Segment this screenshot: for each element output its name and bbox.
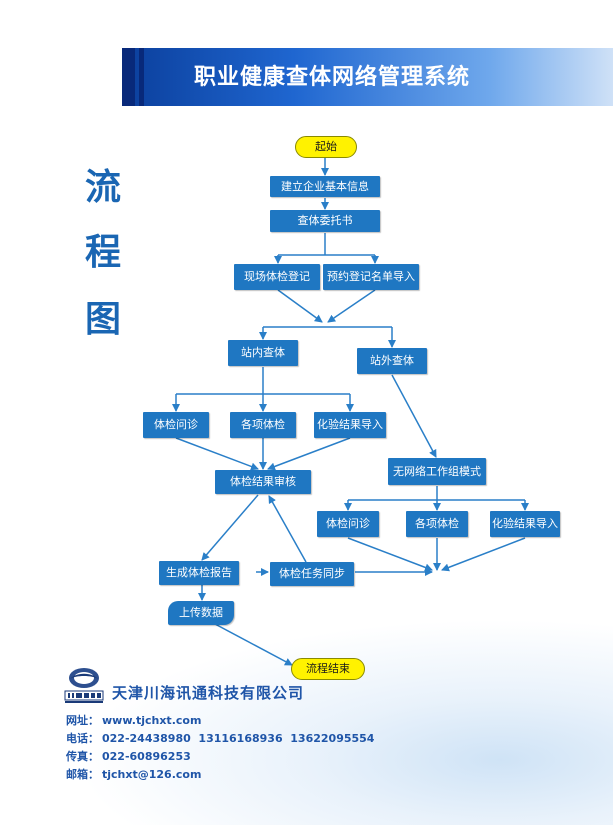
header-stripe-thin	[139, 48, 144, 106]
company-logo	[64, 668, 104, 703]
node-enterprise-info: 建立企业基本信息	[270, 176, 380, 197]
node-preregister-import: 预约登记名单导入	[323, 264, 419, 290]
contact-website: 网址：www.tjchxt.com	[66, 713, 201, 729]
node-inquiry: 体检问诊	[143, 412, 209, 438]
page-title: 职业健康查体网络管理系统	[194, 65, 471, 90]
node-exams: 各项体检	[230, 412, 296, 438]
node-review: 体检结果审核	[215, 470, 311, 494]
contact-phone: 电话：022-24438980 13116168936 13622095554	[66, 731, 374, 747]
header-stripe	[122, 48, 135, 106]
node-out-exams: 各项体检	[406, 511, 468, 537]
email-label: 邮箱：	[66, 768, 99, 781]
node-out-inquiry: 体检问诊	[317, 511, 379, 537]
website-label: 网址：	[66, 714, 99, 727]
node-upload-data: 上传数据	[168, 601, 234, 625]
node-in-station: 站内查体	[228, 340, 298, 366]
side-title-char-1: 流	[84, 167, 121, 208]
node-out-station: 站外查体	[357, 348, 427, 374]
email-value: tjchxt@126.com	[102, 768, 202, 781]
contact-fax: 传真：022-60896253	[66, 749, 191, 765]
node-lab-import: 化验结果导入	[314, 412, 386, 438]
website-value: www.tjchxt.com	[102, 714, 202, 727]
contact-email: 邮箱：tjchxt@126.com	[66, 767, 201, 783]
node-task-sync: 体检任务同步	[270, 562, 354, 586]
company-name: 天津川海讯通科技有限公司	[112, 684, 305, 702]
fax-label: 传真：	[66, 750, 99, 763]
end-terminal: 流程结束	[291, 658, 365, 680]
node-offline-mode: 无网络工作组模式	[388, 458, 486, 485]
header-banner	[122, 48, 613, 106]
phone-label: 电话：	[66, 732, 99, 745]
node-out-lab-import: 化验结果导入	[490, 511, 560, 537]
start-terminal: 起始	[295, 136, 357, 158]
node-commission-letter: 查体委托书	[270, 210, 380, 232]
node-generate-report: 生成体检报告	[159, 561, 239, 585]
fax-value: 022-60896253	[102, 750, 191, 763]
side-title-char-3: 图	[84, 299, 121, 340]
phone-value: 022-24438980 13116168936 13622095554	[102, 732, 375, 745]
node-onsite-register: 现场体检登记	[234, 264, 320, 290]
side-title-char-2: 程	[84, 232, 121, 273]
